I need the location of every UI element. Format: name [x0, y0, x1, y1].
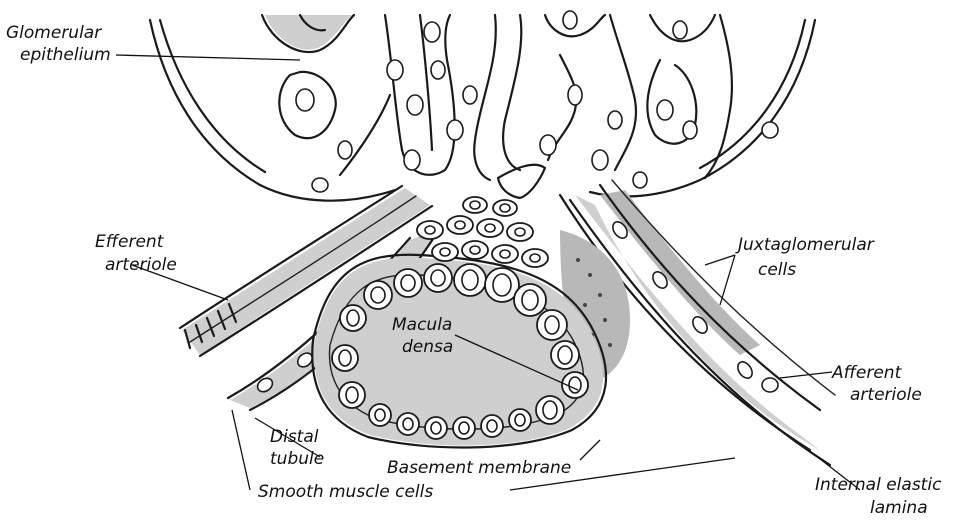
hilum-lumen: [498, 165, 545, 198]
glomerular-epithelium: [262, 11, 778, 192]
label-smooth-muscle-cells: Smooth muscle cells: [258, 482, 433, 502]
label-internal-elastic-lamina-1: Internal elastic: [815, 475, 942, 495]
label-efferent-arteriole-1: Efferent: [95, 232, 165, 252]
label-distal-tubule-2: tubule: [270, 449, 324, 469]
label-afferent-arteriole-2: arteriole: [850, 385, 922, 405]
label-glomerular-epithelium-1: Glomerular: [6, 23, 102, 43]
label-glomerular-epithelium-2: epithelium: [20, 45, 111, 65]
mesangial-cells: [417, 197, 548, 267]
label-macula-densa-2: densa: [402, 337, 453, 357]
label-afferent-arteriole-1: Afferent: [831, 363, 903, 383]
label-juxtaglomerular-cells-1: Juxtaglomerular: [735, 235, 875, 255]
label-macula-densa-1: Macula: [392, 315, 452, 335]
distal-tubule: [312, 255, 606, 448]
label-internal-elastic-lamina-2: lamina: [870, 498, 928, 518]
label-distal-tubule-1: Distal: [270, 427, 319, 447]
label-basement-membrane: Basement membrane: [387, 458, 571, 478]
label-juxtaglomerular-cells-2: cells: [758, 260, 796, 280]
label-efferent-arteriole-2: arteriole: [105, 255, 177, 275]
